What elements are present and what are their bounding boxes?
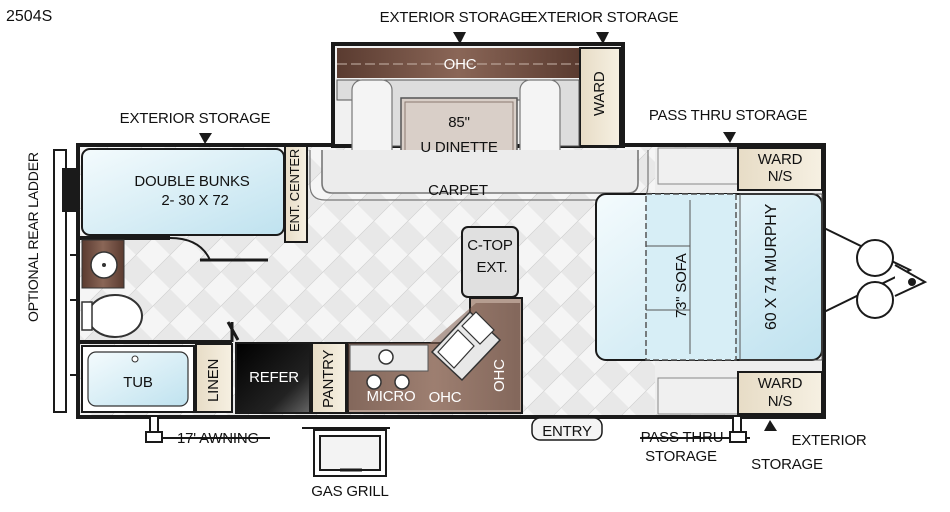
countertop-extension xyxy=(461,226,519,298)
pantry-cabinet xyxy=(311,342,347,414)
label-linen: LINEN xyxy=(205,358,222,402)
label-exterior-storage-right-1: EXTERIOR xyxy=(791,432,867,449)
label-ent-center: ENT. CENTER xyxy=(287,148,302,232)
label-exterior-storage-top-right: EXTERIOR STORAGE xyxy=(527,9,679,26)
label-ohc-kitchen: OHC xyxy=(428,389,462,406)
label-murphy: 60 X 74 MURPHY xyxy=(763,203,780,330)
label-pass-thru-storage-bottom-1: PASS THRU xyxy=(640,429,724,446)
entry-door xyxy=(531,417,603,441)
kitchen-sink xyxy=(430,310,502,382)
label-pass-thru-storage-top: PASS THRU STORAGE xyxy=(648,107,808,124)
linen-cabinet xyxy=(195,343,233,413)
label-pantry: PANTRY xyxy=(320,349,337,408)
wardrobe-ns-bottom xyxy=(737,371,823,415)
label-exterior-storage-left: EXTERIOR STORAGE xyxy=(119,110,271,127)
rear-ladder xyxy=(53,149,78,413)
toilet xyxy=(87,294,143,338)
carpet-area xyxy=(321,150,639,194)
slide-ohc-cabinet xyxy=(337,48,579,78)
gas-grill xyxy=(302,427,390,477)
label-bunk-size: 2- 30 X 72 xyxy=(161,192,229,209)
label-carpet: CARPET xyxy=(428,182,488,199)
label-ward-ns-top-1: WARD xyxy=(757,151,803,168)
hitch xyxy=(823,227,928,319)
label-optional-rear-ladder: OPTIONAL REAR LADDER xyxy=(25,152,41,322)
label-tub: TUB xyxy=(123,374,153,391)
ent-center-cabinet xyxy=(284,145,308,243)
label-refer: REFER xyxy=(249,369,299,386)
label-pass-thru-storage-bottom-2: STORAGE xyxy=(645,448,717,465)
label-awning: 17' AWNING xyxy=(177,430,259,447)
label-double-bunks: DOUBLE BUNKS xyxy=(134,173,250,190)
label-entry: ENTRY xyxy=(542,423,592,440)
label-ctop: C-TOP xyxy=(467,237,513,254)
label-ward-slide: WARD xyxy=(591,71,608,116)
wardrobe-ns-top xyxy=(737,147,823,191)
label-dinette-name: U DINETTE xyxy=(420,139,498,156)
model-number: 2504S xyxy=(6,8,53,25)
label-ward-ns-bottom-2: N/S xyxy=(767,393,793,410)
label-ext: EXT. xyxy=(476,259,508,276)
label-dinette-size: 85" xyxy=(448,114,470,131)
label-ohc-counter: OHC xyxy=(491,359,508,392)
awning xyxy=(145,415,750,443)
label-gas-grill: GAS GRILL xyxy=(311,483,389,500)
stove-burners xyxy=(366,349,410,390)
refrigerator xyxy=(235,342,311,414)
label-ward-ns-bottom-1: WARD xyxy=(757,375,803,392)
label-exterior-storage-right-2: STORAGE xyxy=(751,456,823,473)
sofa xyxy=(645,193,737,361)
label-ohc-slide: OHC xyxy=(443,56,477,73)
label-ward-ns-top-2: N/S xyxy=(767,168,793,185)
label-exterior-storage-top-left: EXTERIOR STORAGE xyxy=(379,9,531,26)
label-sofa: 73" SOFA xyxy=(673,253,690,318)
slide-ward-cabinet xyxy=(579,47,621,147)
label-micro: MICRO xyxy=(366,388,416,405)
